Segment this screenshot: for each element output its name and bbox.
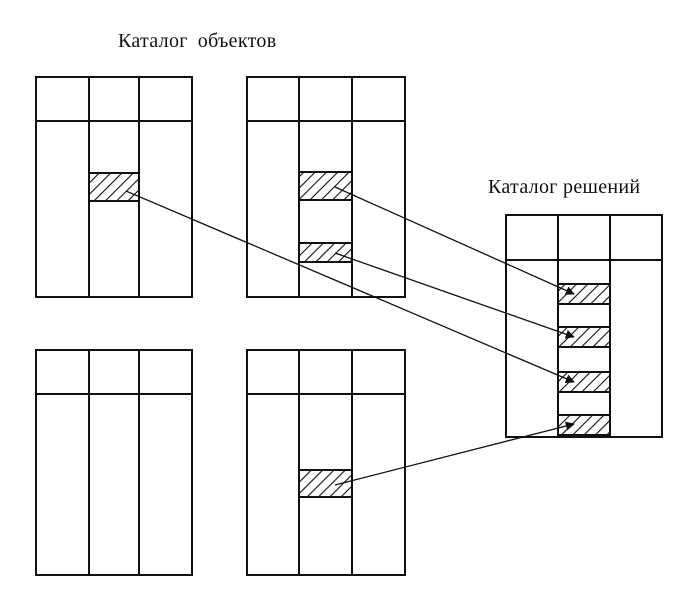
pointer-line-4: [334, 421, 575, 486]
solution-cell-hatched-3: [557, 371, 611, 393]
solution-catalog-title: Каталог решений: [488, 176, 641, 198]
object-cell-hatched-1: [88, 172, 140, 202]
solution-cell-hatched-2: [557, 326, 611, 348]
object-catalog-title-word2: объектов: [197, 30, 277, 52]
pointer-line-1: [125, 190, 575, 383]
object-catalog-title: Каталог объектов: [118, 30, 276, 53]
object-cell-hatched-2: [298, 171, 353, 201]
solution-cell-hatched-1: [557, 283, 611, 305]
object-cell-hatched-3: [298, 242, 353, 263]
object-cell-hatched-4: [298, 469, 353, 498]
object-table-bottom-right: [246, 349, 406, 576]
object-catalog-title-word1: Каталог: [118, 30, 188, 52]
pointer-line-2: [334, 186, 575, 295]
solution-cell-hatched-4: [557, 414, 611, 436]
object-table-bottom-left: [35, 349, 193, 576]
pointer-line-3: [334, 252, 575, 339]
